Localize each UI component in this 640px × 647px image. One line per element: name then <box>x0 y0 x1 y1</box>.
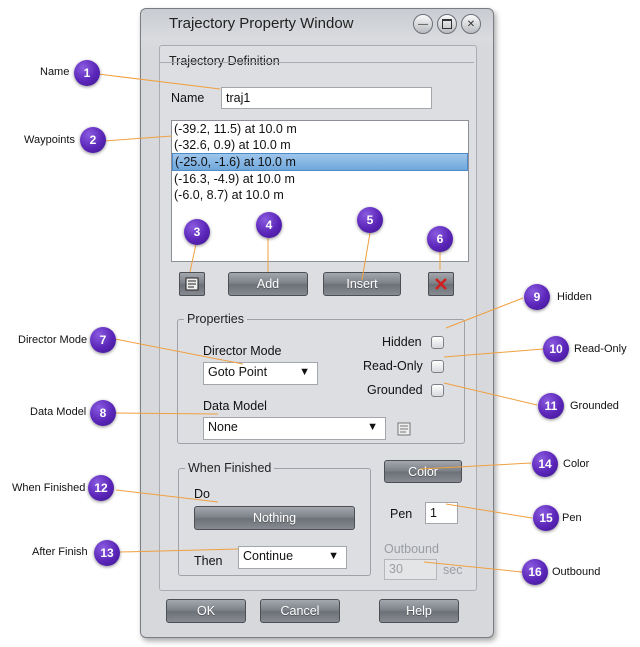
annotation-label-when-finished: When Finished <box>12 482 86 494</box>
callout-badge-1: 1 <box>74 60 100 86</box>
outbound-unit: sec <box>443 563 463 577</box>
outbound-label: Outbound <box>384 542 439 556</box>
annotation-label-outbound: Outbound <box>552 566 601 578</box>
trajectory-definition-group: Trajectory Definition <box>160 54 474 584</box>
properties-icon <box>185 277 199 291</box>
then-select[interactable]: Continue ▼ <box>238 546 347 569</box>
do-label: Do <box>194 487 210 501</box>
data-model-value: None <box>208 420 238 434</box>
when-finished-legend: When Finished <box>188 461 272 475</box>
callout-badge-3: 3 <box>184 219 210 245</box>
close-button[interactable]: ✕ <box>461 14 481 34</box>
close-icon: ✕ <box>466 18 476 30</box>
waypoints-list[interactable]: (-39.2, 11.5) at 10.0 m (-32.6, 0.9) at 1… <box>171 120 469 262</box>
waypoint-item[interactable]: (-25.0, -1.6) at 10.0 m <box>172 153 468 171</box>
waypoint-item[interactable]: (-32.6, 0.9) at 10.0 m <box>174 138 291 152</box>
annotation-label-hidden: Hidden <box>557 291 592 303</box>
properties-legend: Properties <box>187 312 244 326</box>
minimize-icon: — <box>418 18 428 30</box>
callout-badge-13: 13 <box>94 540 120 566</box>
annotation-label-color: Color <box>563 458 590 470</box>
trajectory-property-window: Trajectory Property Window — ✕ Trajector… <box>140 8 494 638</box>
waypoint-properties-button[interactable] <box>179 272 205 296</box>
maximize-icon <box>442 19 452 29</box>
chevron-down-icon: ▼ <box>328 550 339 562</box>
annotation-label-read-only: Read-Only <box>574 343 627 355</box>
annotation-label-after-finish: After Finish <box>32 546 88 558</box>
hidden-checkbox[interactable] <box>431 336 444 349</box>
callout-badge-9: 9 <box>524 284 550 310</box>
annotation-label-data-model: Data Model <box>30 406 87 418</box>
annotation-label-name: Name <box>40 66 70 78</box>
callout-badge-5: 5 <box>357 207 383 233</box>
annotation-label-director-mode: Director Mode <box>18 334 88 346</box>
chevron-down-icon: ▼ <box>367 421 378 433</box>
when-finished-group: When Finished <box>178 461 371 576</box>
data-model-select[interactable]: None ▼ <box>203 417 386 440</box>
data-model-properties-button[interactable] <box>396 421 412 437</box>
pen-field[interactable] <box>425 502 458 524</box>
minimize-button[interactable]: — <box>413 14 433 34</box>
read-only-checkbox[interactable] <box>431 360 444 373</box>
do-nothing-button[interactable]: Nothing <box>194 506 355 530</box>
grounded-label: Grounded <box>367 383 423 397</box>
annotation-label-pen: Pen <box>562 512 582 524</box>
waypoint-item[interactable]: (-6.0, 8.7) at 10.0 m <box>174 188 284 202</box>
help-button[interactable]: Help <box>379 599 459 623</box>
delete-waypoint-button[interactable] <box>428 272 454 296</box>
color-button[interactable]: Color <box>384 460 462 483</box>
add-waypoint-button[interactable]: Add <box>228 272 308 296</box>
data-model-label: Data Model <box>203 399 267 413</box>
chevron-down-icon: ▼ <box>299 366 310 378</box>
callout-badge-10: 10 <box>543 336 569 362</box>
callout-badge-7: 7 <box>90 327 116 353</box>
window-title: Trajectory Property Window <box>169 15 354 32</box>
insert-waypoint-button[interactable]: Insert <box>323 272 401 296</box>
dialog-body: Trajectory Definition Name (-39.2, 11.5)… <box>159 45 477 591</box>
director-mode-value: Goto Point <box>208 365 268 379</box>
callout-badge-4: 4 <box>256 212 282 238</box>
trajectory-definition-legend: Trajectory Definition <box>169 54 280 68</box>
read-only-label: Read-Only <box>363 359 423 373</box>
outbound-field: 30 <box>384 559 437 580</box>
callout-badge-16: 16 <box>522 559 548 585</box>
annotation-label-grounded: Grounded <box>570 400 619 412</box>
annotation-label-waypoints: Waypoints <box>24 134 75 146</box>
callout-badge-15: 15 <box>533 505 559 531</box>
pen-label: Pen <box>390 507 413 521</box>
waypoint-item[interactable]: (-16.3, -4.9) at 10.0 m <box>174 172 295 186</box>
callout-badge-6: 6 <box>427 226 453 252</box>
delete-x-icon <box>435 278 447 290</box>
then-label: Then <box>194 554 223 568</box>
name-field[interactable] <box>221 87 432 109</box>
then-value: Continue <box>243 549 294 563</box>
grounded-checkbox[interactable] <box>431 384 444 397</box>
waypoint-item[interactable]: (-39.2, 11.5) at 10.0 m <box>174 122 297 136</box>
callout-badge-12: 12 <box>88 475 114 501</box>
callout-badge-14: 14 <box>532 451 558 477</box>
director-mode-label: Director Mode <box>203 344 282 358</box>
callout-badge-8: 8 <box>90 400 116 426</box>
cancel-button[interactable]: Cancel <box>260 599 340 623</box>
maximize-button[interactable] <box>437 14 457 34</box>
callout-badge-2: 2 <box>80 127 106 153</box>
director-mode-select[interactable]: Goto Point ▼ <box>203 362 318 385</box>
ok-button[interactable]: OK <box>166 599 246 623</box>
hidden-label: Hidden <box>382 335 422 349</box>
properties-icon <box>397 422 411 436</box>
name-label: Name <box>171 91 205 105</box>
callout-badge-11: 11 <box>538 393 564 419</box>
properties-group: Properties <box>177 312 465 444</box>
